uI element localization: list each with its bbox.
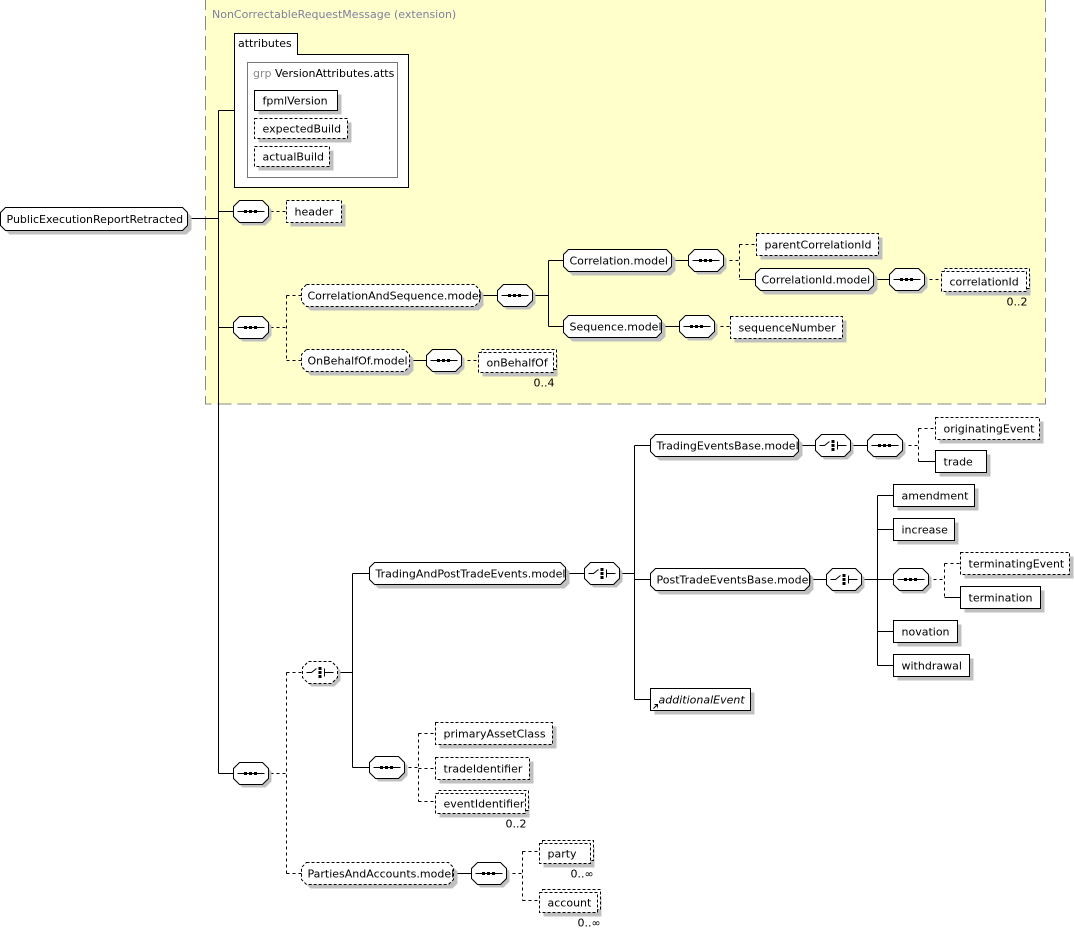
element-party-label: party xyxy=(548,848,578,861)
element-originating-event[interactable]: originatingEvent xyxy=(935,417,1044,444)
group-sequence[interactable]: Sequence.model xyxy=(563,315,666,342)
group-correlation[interactable]: Correlation.model xyxy=(563,249,676,276)
sequence-compositor-icon[interactable] xyxy=(233,762,272,788)
element-trade-identifier-label: tradeIdentifier xyxy=(444,763,523,776)
group-correlation-label: Correlation.model xyxy=(570,255,668,268)
element-on-behalf-of-cardinality: 0..4 xyxy=(534,377,555,390)
element-header[interactable]: header xyxy=(286,200,346,227)
element-novation[interactable]: novation xyxy=(893,620,962,647)
element-novation-label: novation xyxy=(902,626,950,639)
element-on-behalf-of[interactable]: onBehalfOf 0..4 xyxy=(478,349,558,390)
group-correlation-id-label: CorrelationId.model xyxy=(762,274,871,287)
element-correlation-id[interactable]: correlationId 0..2 xyxy=(941,268,1031,309)
attribute-fpmlversion-label: fpmlVersion xyxy=(263,95,328,108)
choice-compositor-icon[interactable] xyxy=(302,661,341,687)
group-parties-and-accounts[interactable]: PartiesAndAccounts.model xyxy=(301,862,458,889)
element-sequence-number-label: sequenceNumber xyxy=(739,322,837,335)
element-terminating-event-label: terminatingEvent xyxy=(969,558,1065,571)
element-terminating-event[interactable]: terminatingEvent xyxy=(960,552,1074,579)
element-party-cardinality: 0..∞ xyxy=(571,868,594,881)
group-trading-and-post-trade-label: TradingAndPostTradeEvents.model xyxy=(375,568,566,581)
element-on-behalf-of-label: onBehalfOf xyxy=(487,357,549,370)
sequence-compositor-icon[interactable] xyxy=(369,756,408,782)
element-sequence-number[interactable]: sequenceNumber xyxy=(730,316,847,343)
group-on-behalf-of-label: OnBehalfOf.model xyxy=(308,355,408,368)
element-withdrawal-label: withdrawal xyxy=(902,660,962,673)
element-account[interactable]: account 0..∞ xyxy=(539,889,602,928)
element-account-cardinality: 0..∞ xyxy=(578,917,601,928)
element-header-label: header xyxy=(295,206,334,219)
group-post-trade-events-base[interactable]: PostTradeEventsBase.model xyxy=(650,568,814,595)
element-withdrawal[interactable]: withdrawal xyxy=(893,654,974,681)
element-event-identifier[interactable]: eventIdentifier 0..2 xyxy=(435,790,530,831)
group-sequence-label: Sequence.model xyxy=(570,321,662,334)
element-trade-label: trade xyxy=(944,456,974,469)
group-correlation-and-sequence[interactable]: CorrelationAndSequence.model xyxy=(301,284,484,311)
group-trading-events-base[interactable]: TradingEventsBase.model xyxy=(650,434,803,461)
choice-compositor-icon[interactable] xyxy=(584,562,623,588)
element-parent-correlation-id-label: parentCorrelationId xyxy=(765,239,872,252)
group-post-trade-events-base-label: PostTradeEventsBase.model xyxy=(657,574,812,587)
sequence-compositor-icon[interactable] xyxy=(426,349,465,375)
element-increase[interactable]: increase xyxy=(893,518,959,545)
element-correlation-id-label: correlationId xyxy=(950,276,1019,289)
element-additional-event-label: additionalEvent xyxy=(659,694,746,707)
element-primary-asset-class-label: primaryAssetClass xyxy=(444,728,546,741)
element-trade[interactable]: trade xyxy=(935,450,991,477)
element-event-identifier-label: eventIdentifier xyxy=(444,798,525,811)
attribute-expectedbuild-label: expectedBuild xyxy=(263,123,342,136)
group-parties-and-accounts-label: PartiesAndAccounts.model xyxy=(308,868,455,881)
element-event-identifier-cardinality: 0..2 xyxy=(506,818,527,831)
group-prefix: grp xyxy=(253,67,272,80)
element-account-label: account xyxy=(548,897,593,910)
extension-title: NonCorrectableRequestMessage (extension) xyxy=(212,8,456,21)
element-party[interactable]: party 0..∞ xyxy=(539,840,595,881)
choice-compositor-icon[interactable] xyxy=(826,568,865,594)
element-originating-event-label: originatingEvent xyxy=(944,423,1036,436)
element-primary-asset-class[interactable]: primaryAssetClass xyxy=(435,722,557,749)
svg-text:grp VersionAttributes.atts: grp VersionAttributes.atts xyxy=(253,67,395,80)
element-amendment-label: amendment xyxy=(902,490,970,503)
group-correlation-id[interactable]: CorrelationId.model xyxy=(755,268,878,295)
element-increase-label: increase xyxy=(902,524,949,537)
sequence-compositor-icon[interactable] xyxy=(497,284,536,310)
group-on-behalf-of[interactable]: OnBehalfOf.model xyxy=(301,349,414,376)
sequence-compositor-icon[interactable] xyxy=(679,315,718,341)
element-termination-label: termination xyxy=(969,592,1033,605)
element-amendment[interactable]: amendment xyxy=(893,484,979,511)
sequence-compositor-icon[interactable] xyxy=(233,316,272,342)
element-termination[interactable]: termination xyxy=(960,586,1045,613)
group-correlation-and-sequence-label: CorrelationAndSequence.model xyxy=(308,290,482,303)
element-correlation-id-cardinality: 0..2 xyxy=(1007,296,1028,309)
sequence-compositor-icon[interactable] xyxy=(893,568,932,594)
sequence-compositor-icon[interactable] xyxy=(233,200,272,226)
sequence-compositor-icon[interactable] xyxy=(867,434,906,460)
element-parent-correlation-id[interactable]: parentCorrelationId xyxy=(756,233,883,260)
attribute-actualbuild-label: actualBuild xyxy=(263,151,324,164)
group-name: VersionAttributes.atts xyxy=(275,67,395,80)
element-trade-identifier[interactable]: tradeIdentifier xyxy=(435,757,534,784)
sequence-compositor-icon[interactable] xyxy=(688,249,727,275)
root-element[interactable]: PublicExecutionReportRetracted xyxy=(0,207,192,235)
attribute-expectedbuild[interactable]: expectedBuild xyxy=(254,118,352,143)
group-trading-events-base-label: TradingEventsBase.model xyxy=(656,440,799,453)
root-element-label: PublicExecutionReportRetracted xyxy=(7,213,184,226)
attribute-actualbuild[interactable]: actualBuild xyxy=(254,146,334,171)
group-trading-and-post-trade[interactable]: TradingAndPostTradeEvents.model xyxy=(369,562,570,589)
attributes-tab-label: attributes xyxy=(238,37,292,50)
element-additional-event[interactable]: additionalEvent xyxy=(650,688,755,715)
sequence-compositor-icon[interactable] xyxy=(471,862,510,888)
attribute-fpmlversion[interactable]: fpmlVersion xyxy=(254,90,342,115)
reference-arrow-icon xyxy=(653,704,658,709)
sequence-compositor-icon[interactable] xyxy=(889,268,928,294)
choice-compositor-icon[interactable] xyxy=(815,434,854,460)
